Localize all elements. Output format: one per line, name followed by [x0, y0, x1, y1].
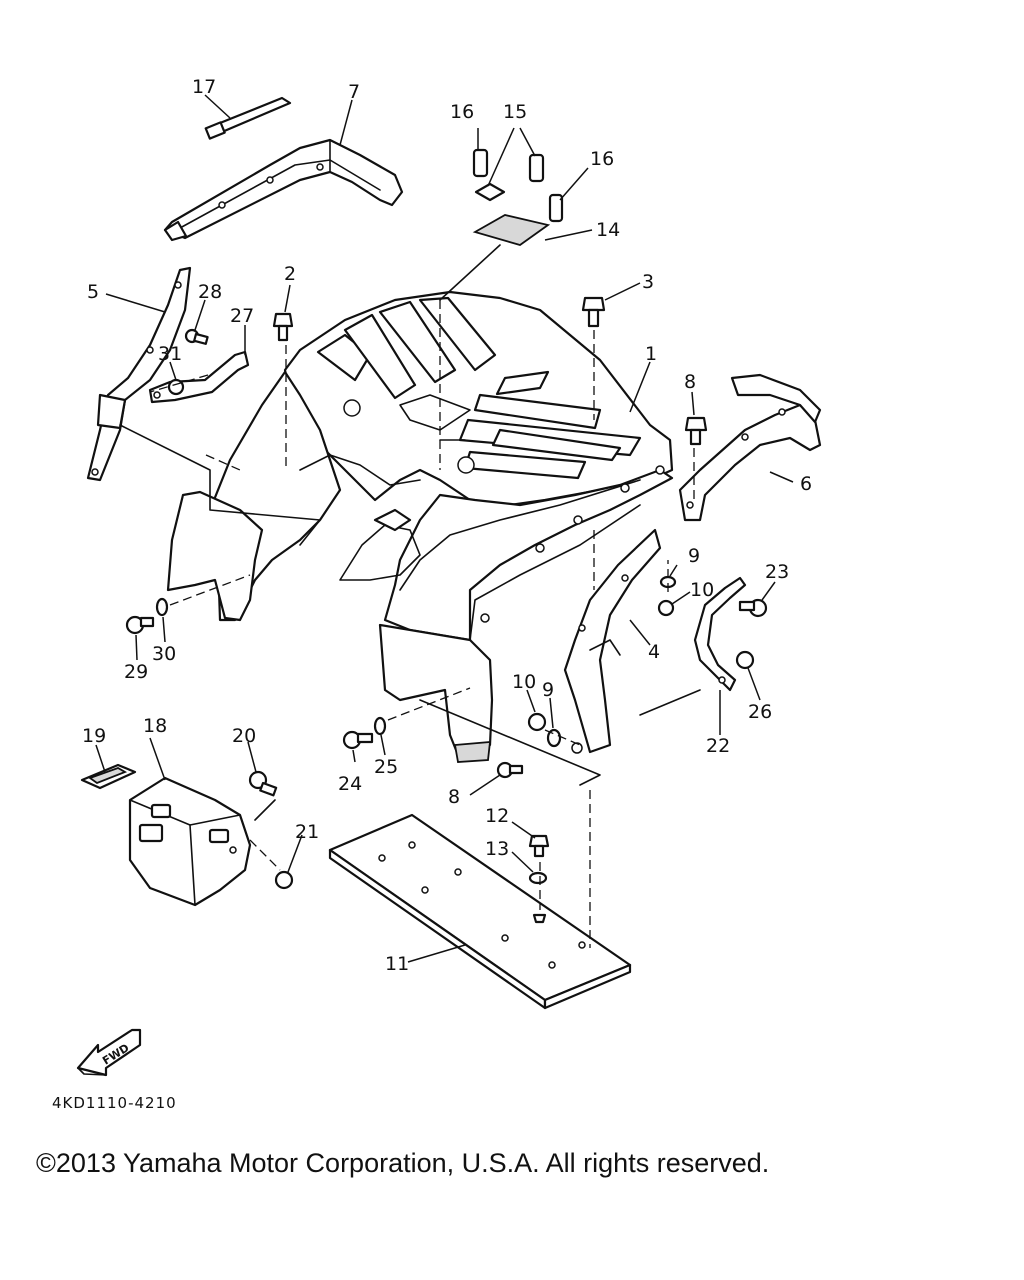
callout-27: 27	[230, 305, 254, 327]
callout-15: 15	[503, 101, 527, 123]
callout-31: 31	[158, 343, 182, 365]
part-19-clip	[80, 763, 137, 790]
drawing-code: 4KD1110-4210	[52, 1094, 177, 1112]
callout-10b: 10	[512, 671, 536, 693]
callout-19: 19	[82, 725, 106, 747]
callout-4: 4	[648, 641, 660, 663]
callout-11: 11	[385, 953, 409, 975]
part-3-bolt	[581, 296, 606, 328]
part-7-front-guard	[163, 138, 404, 242]
callout-7: 7	[348, 81, 360, 103]
part-15-pads	[474, 153, 545, 202]
callout-8b: 8	[448, 786, 460, 808]
callout-9b: 9	[542, 679, 554, 701]
callout-30: 30	[152, 643, 176, 665]
callout-28: 28	[198, 281, 222, 303]
callout-13: 13	[485, 838, 509, 860]
part-10-nut-lower	[527, 712, 547, 732]
part-14-pad	[472, 214, 551, 246]
callout-12: 12	[485, 805, 509, 827]
part-12-bolt	[528, 834, 550, 858]
part-9-washer-lower	[546, 728, 562, 748]
part-11-base-plate	[328, 813, 632, 1010]
part-26-nut	[735, 650, 755, 670]
part-10-nut-upper	[657, 599, 675, 617]
part-30-washer	[155, 597, 169, 617]
callout-2: 2	[284, 263, 296, 285]
callout-17: 17	[192, 76, 216, 98]
part-22-bracket	[693, 576, 747, 692]
part-23-bolt	[738, 598, 768, 618]
callout-8a: 8	[684, 371, 696, 393]
callouts: 17 7 16 15 16 14 5 28 2 27 31 3 1 8 6 9 …	[82, 76, 812, 975]
callout-10a: 10	[690, 579, 714, 601]
callout-24: 24	[338, 773, 362, 795]
callout-23: 23	[765, 561, 789, 583]
callout-9a: 9	[688, 545, 700, 567]
part-5-left-guard	[86, 266, 192, 482]
callout-1: 1	[645, 343, 657, 365]
part-6-right-guard	[678, 373, 822, 522]
part-28-bolt	[184, 328, 209, 345]
part-18-tool-box	[128, 776, 252, 907]
callout-25: 25	[374, 756, 398, 778]
part-17-strap	[204, 96, 292, 140]
part-29-bolt	[125, 615, 155, 635]
part-4-right-flap	[563, 528, 662, 754]
callout-18: 18	[143, 715, 167, 737]
part-16-pads	[472, 148, 564, 223]
part-8-bolt-lower	[496, 761, 524, 779]
part-20-bolt	[248, 770, 278, 797]
copyright-notice: ©2013 Yamaha Motor Corporation, U.S.A. A…	[36, 1148, 770, 1178]
callout-16a: 16	[450, 101, 474, 123]
callout-29: 29	[124, 661, 148, 683]
part-25-washer	[373, 716, 387, 736]
callout-22: 22	[706, 735, 730, 757]
callout-20: 20	[232, 725, 256, 747]
part-2-bolt	[272, 312, 294, 342]
leader-lines	[95, 94, 794, 963]
part-1-rear-fender	[166, 290, 674, 763]
callout-16b: 16	[590, 148, 614, 170]
callout-26: 26	[748, 701, 772, 723]
part-13-washer	[528, 871, 548, 885]
part-21-nut	[274, 870, 294, 890]
part-31-nut	[167, 378, 185, 396]
callout-14: 14	[596, 219, 620, 241]
callout-6: 6	[800, 473, 812, 495]
fwd-arrow: FWD	[76, 1028, 142, 1077]
callout-3: 3	[642, 271, 654, 293]
callout-21: 21	[295, 821, 319, 843]
part-8-bolt-upper	[684, 416, 708, 446]
part-24-bolt	[342, 730, 374, 750]
callout-5: 5	[87, 281, 99, 303]
assembly-lines	[119, 244, 701, 948]
